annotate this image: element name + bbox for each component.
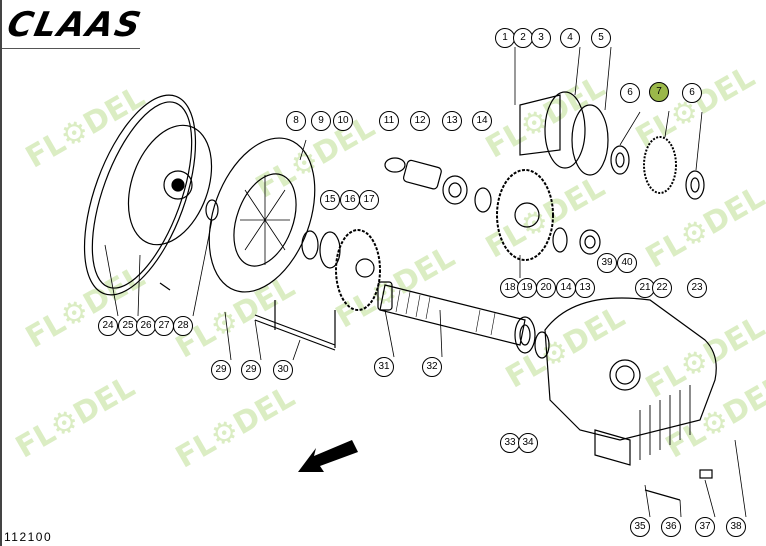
callout-part-34[interactable]: 34 (518, 433, 538, 453)
callout-part-26[interactable]: 26 (136, 316, 156, 336)
callout-part-18[interactable]: 18 (500, 278, 520, 298)
part-7-gear (643, 136, 677, 194)
callout-part-11[interactable]: 11 (379, 111, 399, 131)
callout-part-17[interactable]: 17 (359, 190, 379, 210)
part-25-disc (127, 124, 213, 246)
callout-part-27[interactable]: 27 (154, 316, 174, 336)
callout-part-22[interactable]: 22 (652, 278, 672, 298)
callout-part-16[interactable]: 16 (340, 190, 360, 210)
callout-part-28[interactable]: 28 (173, 316, 193, 336)
callout-part-33[interactable]: 33 (500, 433, 520, 453)
callout-part-30[interactable]: 30 (273, 360, 293, 380)
callout-part-6[interactable]: 6 (620, 83, 640, 103)
part-24-ring (83, 94, 197, 296)
header-rule (2, 48, 140, 49)
callout-part-35[interactable]: 35 (630, 517, 650, 537)
callout-part-1[interactable]: 1 (495, 28, 515, 48)
part-32-shaft (379, 284, 526, 346)
callout-part-13[interactable]: 13 (442, 111, 462, 131)
callout-part-24[interactable]: 24 (98, 316, 118, 336)
callout-part-23[interactable]: 23 (687, 278, 707, 298)
callout-part-8[interactable]: 8 (286, 111, 306, 131)
callout-part-37[interactable]: 37 (695, 517, 715, 537)
callout-part-36[interactable]: 36 (661, 517, 681, 537)
callout-part-2[interactable]: 2 (513, 28, 533, 48)
callout-part-29[interactable]: 29 (211, 360, 231, 380)
part-18-gear (496, 169, 554, 261)
part-17-gear (335, 229, 381, 311)
callout-part-25[interactable]: 25 (118, 316, 138, 336)
callout-part-40[interactable]: 40 (617, 253, 637, 273)
callout-part-20[interactable]: 20 (536, 278, 556, 298)
callout-part-9[interactable]: 9 (311, 111, 331, 131)
callout-part-14[interactable]: 14 (472, 111, 492, 131)
callout-part-14[interactable]: 14 (556, 278, 576, 298)
callout-part-31[interactable]: 31 (374, 357, 394, 377)
callout-part-12[interactable]: 12 (410, 111, 430, 131)
callout-part-19[interactable]: 19 (517, 278, 537, 298)
callout-part-13[interactable]: 13 (575, 278, 595, 298)
callout-part-4[interactable]: 4 (560, 28, 580, 48)
part-23-housing (544, 297, 717, 441)
callout-part-6[interactable]: 6 (682, 83, 702, 103)
figure-number: 112100 (4, 530, 53, 544)
callout-part-3[interactable]: 3 (531, 28, 551, 48)
callout-part-38[interactable]: 38 (726, 517, 746, 537)
callout-part-39[interactable]: 39 (597, 253, 617, 273)
callout-part-15[interactable]: 15 (320, 190, 340, 210)
direction-arrow (298, 440, 358, 472)
callout-part-10[interactable]: 10 (333, 111, 353, 131)
callout-part-7[interactable]: 7 (649, 82, 669, 102)
callout-part-32[interactable]: 32 (422, 357, 442, 377)
callout-part-29[interactable]: 29 (241, 360, 261, 380)
page-left-border (0, 0, 2, 546)
callout-part-5[interactable]: 5 (591, 28, 611, 48)
